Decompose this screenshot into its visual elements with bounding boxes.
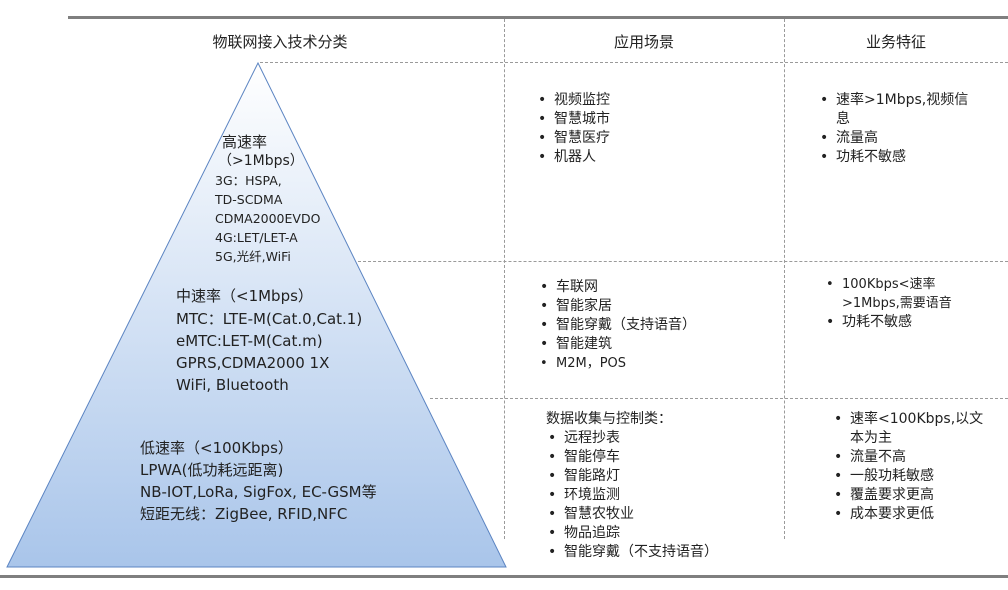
tier-high-name: 高速率: [222, 133, 268, 151]
list-item: 智能建筑: [536, 335, 696, 354]
tier-high-rate: （>1Mbps）: [218, 153, 304, 169]
tier-mid-line: MTC：LTE-M(Cat.0,Cat.1): [176, 310, 363, 328]
scenarios-mid-list: 车联网 智能家居 智能穿戴（支持语音） 智能建筑 M2M，POS: [536, 278, 696, 373]
list-item: 速率<100Kbps,以文本为主: [830, 410, 990, 448]
list-item: 智能家居: [536, 297, 696, 316]
tier-low-line: LPWA(低功耗远距离): [140, 461, 284, 479]
list-item: 覆盖要求更高: [830, 486, 990, 505]
list-item: 物品追踪: [544, 524, 780, 543]
header-features: 业务特征: [865, 33, 926, 51]
column-separator-1: [504, 19, 505, 539]
column-separator-2: [784, 19, 785, 539]
list-item: 智慧医疗: [534, 129, 764, 148]
list-item: 智能穿戴（不支持语音）: [544, 543, 780, 562]
tier-mid-tech: MTC：LTE-M(Cat.0,Cat.1) eMTC:LET-M(Cat.m)…: [176, 308, 362, 396]
tier-mid-name: 中速率（<1Mbps）: [176, 287, 313, 305]
tier-mid-line: WiFi, Bluetooth: [176, 376, 289, 394]
tier-mid-line: eMTC:LET-M(Cat.m): [176, 332, 323, 350]
list-item: 流量高: [816, 129, 976, 148]
bottom-rule: [0, 575, 1008, 578]
tier-high-tech: 3G：HSPA, TD-SCDMA CDMA2000EVDO 4G:LET/LE…: [215, 171, 320, 266]
list-item: 速率>1Mbps,视频信息: [816, 91, 976, 129]
top-rule: [68, 16, 1008, 19]
header-scenarios: 应用场景: [613, 33, 674, 51]
row-separator-header: [260, 62, 1008, 63]
list-item: 智能穿戴（支持语音）: [536, 316, 696, 335]
list-item: 智慧农牧业: [544, 505, 780, 524]
list-item: 智慧城市: [534, 110, 764, 129]
scenarios-low-intro: 数据收集与控制类：: [546, 411, 672, 427]
tier-high-line: CDMA2000EVDO: [215, 211, 321, 226]
list-item: 功耗不敏感: [822, 313, 972, 332]
tier-low-tech: LPWA(低功耗远距离) NB-IOT,LoRa, SigFox, EC-GSM…: [140, 459, 377, 525]
list-item: 流量不高: [830, 448, 990, 467]
list-item: 车联网: [536, 278, 696, 297]
tier-high-line: 5G,光纤,WiFi: [215, 249, 291, 264]
tier-high-line: 3G：HSPA,: [215, 173, 282, 188]
list-item: 100Kbps<速率>1Mbps,需要语音: [822, 275, 972, 313]
list-item: 环境监测: [544, 486, 780, 505]
features-low-list: 速率<100Kbps,以文本为主 流量不高 一般功耗敏感 覆盖要求更高 成本要求…: [830, 410, 990, 524]
scenarios-low-list: 远程抄表 智能停车 智能路灯 环境监测 智慧农牧业 物品追踪 智能穿戴（不支持语…: [544, 429, 780, 562]
list-item: 一般功耗敏感: [830, 467, 990, 486]
list-item: 视频监控: [534, 91, 764, 110]
list-item: 功耗不敏感: [816, 148, 976, 167]
tier-high-line: 4G:LET/LET-A: [215, 230, 298, 245]
list-item: 智能停车: [544, 448, 780, 467]
tier-low-line: 短距无线：ZigBee, RFID,NFC: [140, 505, 348, 523]
list-item: M2M，POS: [536, 354, 696, 373]
tier-low-line: NB-IOT,LoRa, SigFox, EC-GSM等: [140, 483, 377, 501]
header-classification: 物联网接入技术分类: [212, 33, 348, 51]
scenarios-high-list: 视频监控 智慧城市 智慧医疗 机器人: [534, 91, 764, 167]
features-mid-list: 100Kbps<速率>1Mbps,需要语音 功耗不敏感: [822, 275, 972, 332]
list-item: 智能路灯: [544, 467, 780, 486]
row-separator-mid: [430, 398, 1008, 399]
list-item: 远程抄表: [544, 429, 780, 448]
row-separator-high: [358, 261, 1008, 262]
features-high-list: 速率>1Mbps,视频信息 流量高 功耗不敏感: [816, 91, 976, 167]
list-item: 机器人: [534, 148, 764, 167]
tier-high-line: TD-SCDMA: [215, 192, 283, 207]
tier-mid-line: GPRS,CDMA2000 1X: [176, 354, 330, 372]
list-item: 成本要求更低: [830, 505, 990, 524]
tier-low-name: 低速率（<100Kbps）: [140, 439, 293, 457]
